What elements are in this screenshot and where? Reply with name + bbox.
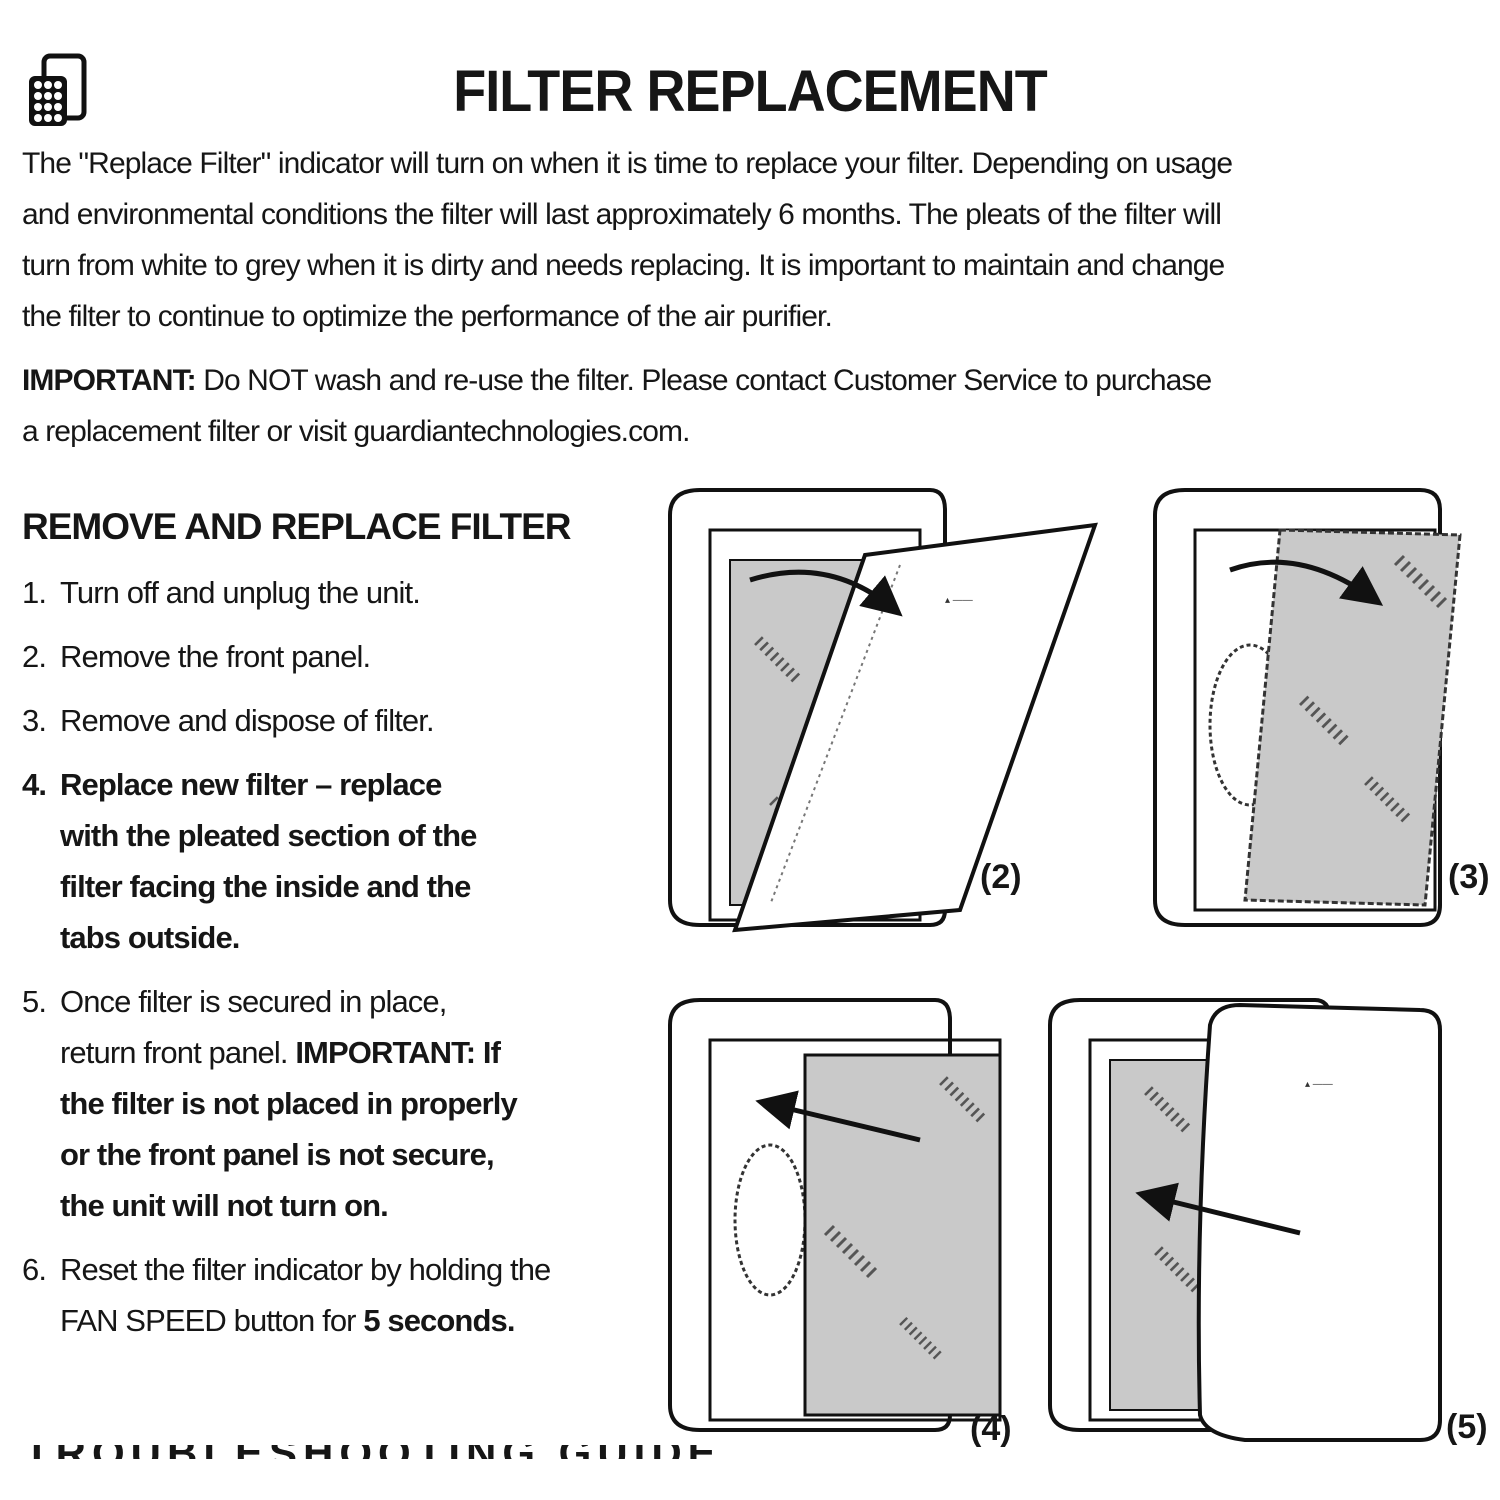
step-number: 2. (22, 639, 47, 674)
step-text: Turn off and unplug the unit. (60, 575, 421, 610)
next-heading: TROUBLESHOOTING GUIDE (24, 1445, 722, 1459)
important-text: a replacement filter or visit guardiante… (22, 415, 690, 448)
step-6: 6. Reset the filter indicator by holding … (22, 1244, 551, 1346)
step-text: 5 seconds. (363, 1303, 515, 1338)
figure-remove-filter (1153, 488, 1462, 927)
step-text: with the pleated section of the (60, 818, 477, 853)
step-3: 3. Remove and dispose of filter. (22, 695, 435, 746)
filter-icon (29, 53, 87, 126)
intro-paragraph: The "Replace Filter" indicator will turn… (22, 138, 1500, 342)
page-title: FILTER REPLACEMENT (453, 59, 1048, 124)
important-label: IMPORTANT: (22, 364, 197, 397)
important-notice: IMPORTANT: Do NOT wash and re-use the fi… (22, 355, 1500, 457)
step-text: tabs outside. (60, 920, 240, 955)
step-number: 1. (22, 575, 47, 610)
step-text: Remove the front panel. (60, 639, 371, 674)
step-text: FAN SPEED button for (60, 1303, 364, 1338)
step-text: filter facing the inside and the (60, 869, 471, 904)
figure-label: (4) (970, 1410, 1012, 1448)
step-text: Once filter is secured in place, (60, 984, 447, 1019)
intro-line: and environmental conditions the filter … (22, 198, 1222, 231)
svg-text:▴ ——: ▴ —— (945, 595, 973, 606)
svg-text:▴ ——: ▴ —— (1305, 1079, 1333, 1090)
step-important: IMPORTANT: If (295, 1035, 501, 1070)
step-4: 4. Replace new filter – replace with the … (22, 759, 477, 963)
step-2: 2. Remove the front panel. (22, 631, 371, 682)
step-text: the filter is not placed in properly (60, 1086, 518, 1121)
step-text: the unit will not turn on. (60, 1188, 389, 1223)
step-number: 4. (22, 767, 47, 802)
figure-insert-filter (668, 998, 1002, 1432)
step-1: 1. Turn off and unplug the unit. (22, 567, 421, 618)
important-text: Do NOT wash and re-use the filter. Pleas… (195, 364, 1212, 397)
step-text: Remove and dispose of filter. (60, 703, 435, 738)
figure-label: (5) (1446, 1408, 1488, 1446)
figure-remove-front-panel: ▴ —— (668, 488, 1098, 933)
figure-return-front-panel: ▴ —— (1048, 998, 1442, 1442)
step-5: 5. Once filter is secured in place, retur… (22, 976, 518, 1231)
intro-line: The "Replace Filter" indicator will turn… (22, 147, 1233, 180)
step-text: Replace new filter – replace (60, 767, 442, 802)
step-text: return front panel. (60, 1035, 296, 1070)
step-number: 3. (22, 703, 47, 738)
next-section-heading-cutoff: TROUBLESHOOTING GUIDE (24, 1445, 722, 1459)
step-number: 6. (22, 1252, 47, 1287)
intro-line: turn from white to grey when it is dirty… (22, 249, 1225, 282)
figure-label: (2) (980, 858, 1022, 896)
step-text: Reset the filter indicator by holding th… (60, 1252, 551, 1287)
step-text: or the front panel is not secure, (60, 1137, 495, 1172)
step-number: 5. (22, 984, 47, 1019)
intro-line: the filter to continue to optimize the p… (22, 300, 833, 333)
figure-label: (3) (1448, 858, 1490, 896)
section-heading: REMOVE AND REPLACE FILTER (22, 506, 572, 547)
